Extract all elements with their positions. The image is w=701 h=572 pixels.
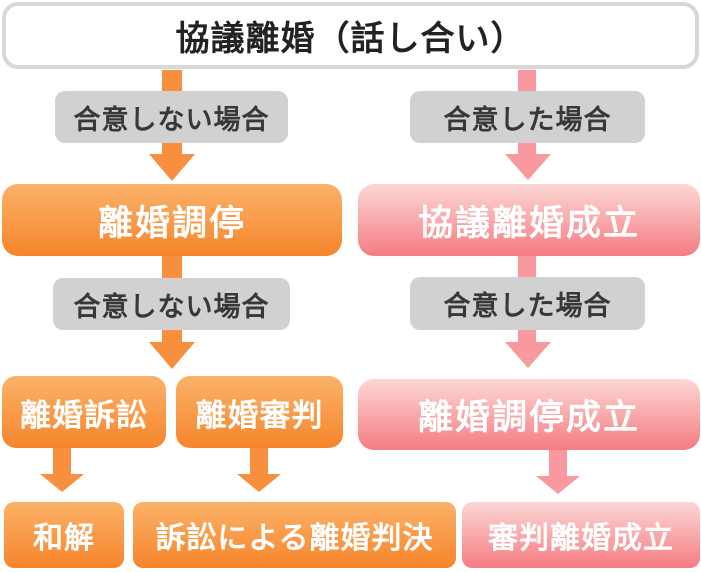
arrow-down-head bbox=[536, 476, 580, 494]
node-text: 離婚審判 bbox=[195, 397, 324, 433]
arrow-down-head bbox=[149, 154, 195, 181]
condition-text: 合意しない場合 bbox=[73, 291, 270, 322]
node-agreement-divorce-established: 協議離婚成立 bbox=[358, 184, 700, 256]
node-mediation-divorce-established: 離婚調停成立 bbox=[358, 379, 700, 450]
node-text: 訴訟による離婚判決 bbox=[155, 522, 434, 555]
arrow-down-head bbox=[237, 474, 281, 492]
condition-text: 合意しない場合 bbox=[73, 104, 270, 135]
node-text: 離婚調停成立 bbox=[417, 398, 640, 437]
arrow-down-head bbox=[40, 474, 84, 492]
node-settlement: 和解 bbox=[4, 502, 124, 568]
node-text: 和解 bbox=[33, 522, 95, 555]
arrow-down-head bbox=[505, 154, 551, 180]
arrow-down-shaft bbox=[250, 448, 268, 476]
node-text: 審判離婚成立 bbox=[488, 522, 674, 555]
arrow-down-shaft bbox=[53, 448, 71, 476]
condition-label-no-agreement-2: 合意しない場合 bbox=[53, 278, 290, 330]
condition-label-agreement-1: 合意した場合 bbox=[410, 91, 645, 143]
node-text: 離婚調停 bbox=[97, 203, 246, 243]
arrow-down-head bbox=[149, 342, 195, 369]
flowchart-title: 協議離婚（話し合い） bbox=[175, 20, 526, 58]
node-divorce-adjudication: 離婚審判 bbox=[176, 376, 343, 448]
node-divorce-judgment-by-lawsuit: 訴訟による離婚判決 bbox=[133, 502, 456, 568]
node-text: 離婚訴訟 bbox=[20, 397, 148, 433]
condition-text: 合意した場合 bbox=[443, 104, 612, 135]
node-divorce-mediation: 離婚調停 bbox=[2, 184, 342, 256]
condition-label-agreement-2: 合意した場合 bbox=[410, 277, 645, 330]
arrow-down-shaft bbox=[549, 450, 567, 478]
flowchart-title-box: 協議離婚（話し合い） bbox=[2, 2, 699, 69]
condition-text: 合意した場合 bbox=[443, 291, 612, 321]
node-text: 協議離婚成立 bbox=[417, 203, 640, 243]
node-divorce-lawsuit: 離婚訴訟 bbox=[2, 376, 166, 448]
arrow-down-head bbox=[505, 342, 551, 368]
condition-label-no-agreement-1: 合意しない場合 bbox=[55, 91, 288, 143]
node-adjudication-divorce-established: 審判離婚成立 bbox=[462, 502, 700, 568]
